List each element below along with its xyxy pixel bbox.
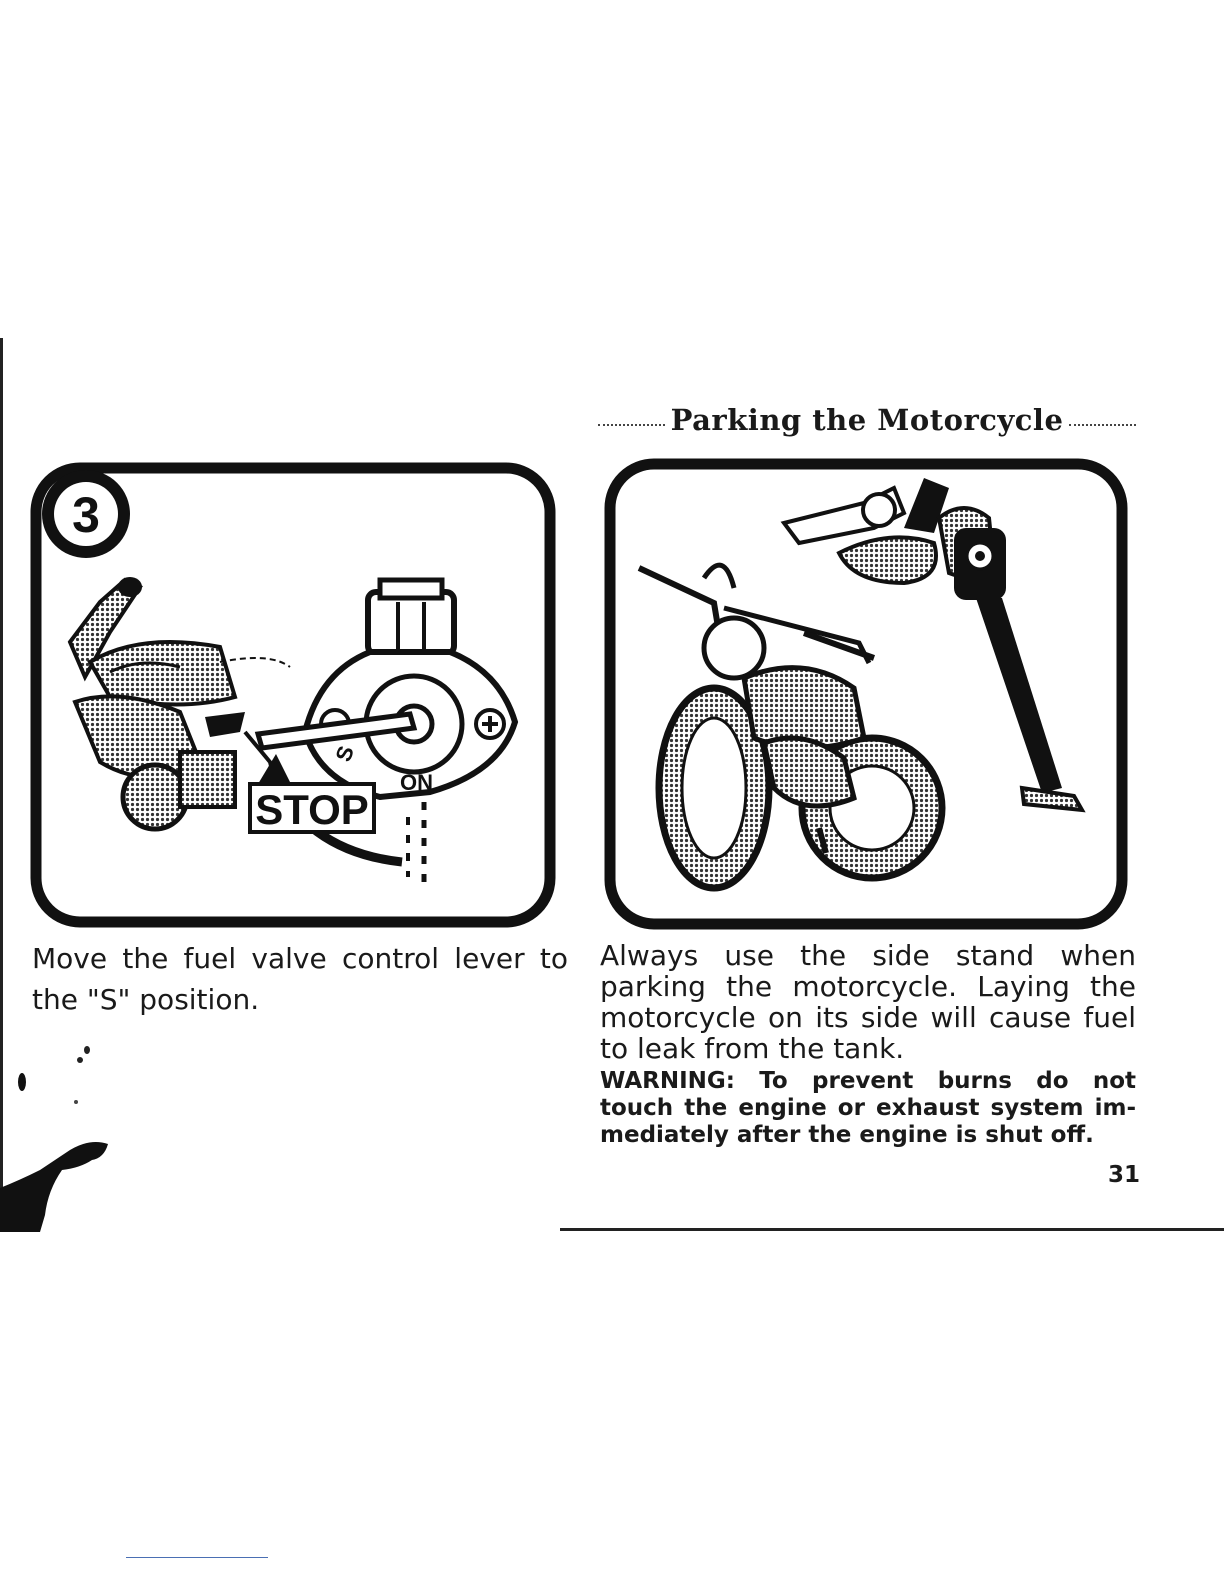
- side-stand-closeup: [780, 478, 1086, 813]
- page-left-edge: [0, 338, 3, 1230]
- fuel-valve-illustration: S ON STOP 3: [30, 462, 556, 928]
- step-number-badge: 3: [42, 470, 130, 558]
- warning-line: WARNING: To prevent burns do not: [600, 1068, 1136, 1094]
- left-caption-line: the "S" position.: [32, 983, 260, 1016]
- warning-text: WARNING: To prevent burns do not touch t…: [600, 1068, 1136, 1149]
- footer-rule: [126, 1557, 268, 1558]
- left-caption-line: Move the fuel valve control lever to: [32, 942, 568, 975]
- right-caption-line: Always use the side stand when: [600, 939, 1136, 972]
- on-mark: ON: [400, 770, 433, 795]
- left-caption: Move the fuel valve control lever to the…: [32, 938, 568, 1020]
- svg-text:3: 3: [72, 487, 100, 543]
- leader-dots-left: [598, 424, 665, 426]
- ink-blot-mark: [0, 1046, 108, 1232]
- warning-line: touch the engine or exhaust system im-: [600, 1095, 1136, 1121]
- side-stand-illustration: [604, 458, 1128, 930]
- right-caption: Always use the side stand when parking t…: [600, 940, 1136, 1064]
- right-caption-line: parking the motorcycle. Laying the: [600, 970, 1136, 1003]
- motorcycle-sketch: [67, 577, 291, 832]
- leader-dots-right: [1069, 424, 1137, 426]
- page-bottom-rule: [560, 1228, 1224, 1231]
- motorcycle-sketch: [637, 562, 946, 892]
- warning-line: mediately after the engine is shut off.: [600, 1122, 1094, 1148]
- right-caption-line: motorcycle on its side will cause fuel: [600, 1001, 1136, 1034]
- page-title: Parking the Motorcycle: [670, 403, 1064, 437]
- page-number: 31: [1107, 1162, 1140, 1188]
- stop-label: STOP: [248, 782, 376, 834]
- section-header: Parking the Motorcycle: [598, 400, 1137, 440]
- svg-text:STOP: STOP: [255, 786, 369, 833]
- right-caption-line: to leak from the tank.: [600, 1032, 905, 1065]
